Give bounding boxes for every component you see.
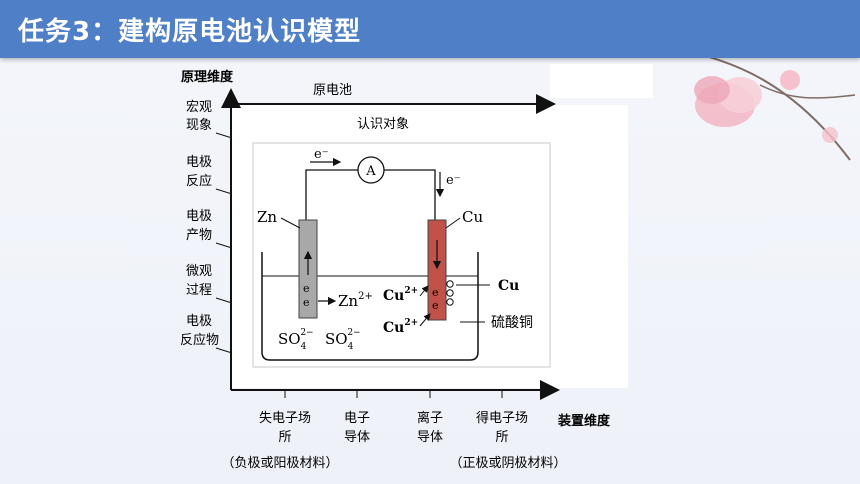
zn-e-mark-2: e [303,296,310,309]
white-panel-top [550,64,653,98]
cu-deposit-dot [446,280,454,288]
sulfate-label-2: SO42− [325,328,361,352]
sub-label: 认识对象 [357,117,409,132]
vlevel-1-line2: 现象 [186,118,212,133]
zn-label: Zn [257,208,277,226]
vertical-axis-title: 原理维度 [181,69,234,85]
white-panel-right [550,105,628,388]
cu-ion-label-1: Cu2+ [383,286,418,304]
bottom-note-right: （正极或阴极材料） [449,456,566,471]
hlevel-4-line1: 得电子场 [476,410,528,426]
zn-e-mark-1: e [303,282,310,295]
wire-right [384,169,436,220]
cu-electrode [427,219,447,321]
wire-left [305,169,358,220]
hlevel-4-line2: 所 [495,430,508,445]
cu-deposit-label: Cu [498,278,519,294]
vlevel-5-line1: 电极 [186,314,212,329]
sulfate-label-1: SO42− [278,328,314,352]
hlevel-3-line2: 导体 [417,430,443,445]
hlevel-3-line1: 离子 [417,410,443,426]
vlevel-4-line1: 微观 [186,264,212,279]
electron-top-label: e⁻ [314,147,329,162]
vlevel-2-line2: 反应 [186,173,212,189]
hlevel-1-line1: 失电子场 [259,411,311,426]
solution-label: 硫酸铜 [491,315,533,331]
cu-e-mark-1: e [432,286,439,299]
ammeter-label: A [365,164,376,179]
bottom-note-left: （负极或阳极材料） [221,456,338,471]
vlevel-3-line2: 产物 [186,228,212,243]
vlevel-3-line1: 电极 [186,209,212,224]
vlevel-2-line1: 电极 [186,155,212,170]
vlevel-1-line1: 宏观 [186,100,212,115]
cu-deposit-dot [446,289,454,297]
cu-deposit-dot [446,298,454,306]
horizontal-axis-title: 装置维度 [557,413,611,429]
electron-right-label: e⁻ [446,173,461,188]
cu-e-mark-2: e [432,299,439,312]
zn-ion-label: Zn2+ [338,291,373,310]
hlevel-2-line1: 电子 [344,411,370,426]
beaker [261,252,479,361]
hlevel-2-line2: 导体 [344,430,370,445]
top-label: 原电池 [313,83,352,98]
hlevel-1-line2: 所 [278,430,291,445]
vertical-levels: 宏观 现象 电极 反应 电极 产物 微观 过程 电极 反应物 [180,100,233,354]
galvanic-cell: A e⁻ e⁻ e e Zn e e Cu Cu 硫酸铜 Zn2+ Cu2+ [252,142,551,368]
vlevel-4-line2: 过程 [186,283,212,298]
horizontal-levels: 失电子场 所 电子 导体 离子 导体 得电子场 所 （负极或阳极材料） （正极或… [221,390,567,471]
cu-ion-label-2: Cu2+ [383,318,418,336]
cu-label: Cu [462,208,483,226]
vlevel-5-line2: 反应物 [180,332,219,348]
flower-decoration [679,49,856,161]
slide-title: 任务3：建构原电池认识模型 [18,17,362,47]
ammeter-icon [357,156,385,184]
slide-header: 任务3：建构原电池认识模型 [0,0,860,58]
